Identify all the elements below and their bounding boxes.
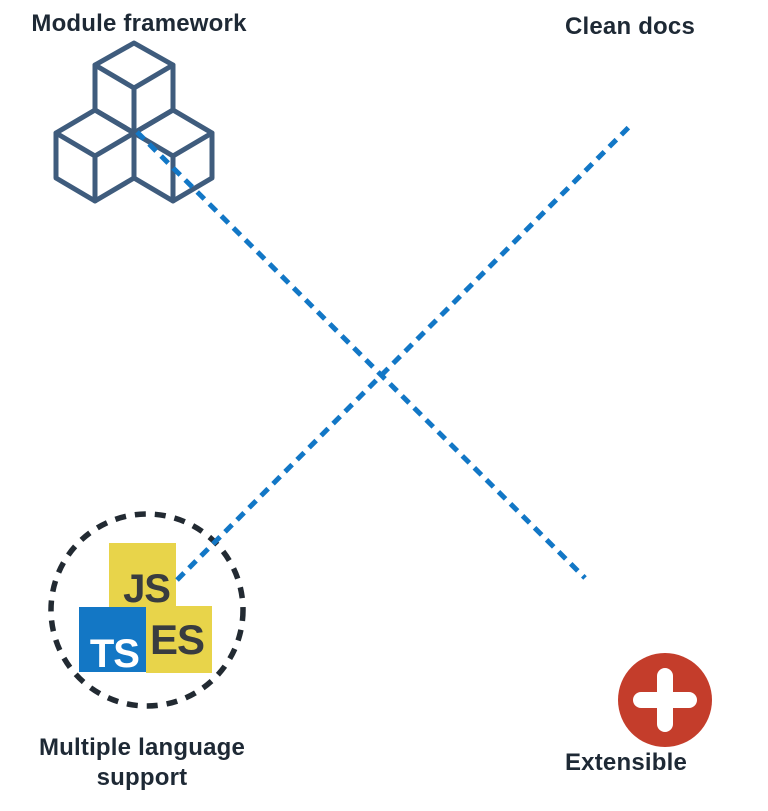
ts-block [79,607,146,672]
language-blocks-icon: JS TS ES [79,543,212,676]
connector-modules-to-extensible [135,130,587,580]
module-framework-label: Module framework [31,10,247,37]
cube-top-edges [92,62,176,136]
clean-docs-label: Clean docs [564,13,696,40]
language-ring-dashed-circle [48,511,246,709]
cube-left-edges [53,130,137,204]
cube-right-edges [131,130,215,204]
es-block [146,606,212,673]
js-block [109,543,176,608]
extensible-label: Extensible [564,749,688,776]
connector-languages-to-cleandocs [175,121,635,582]
plus-circle-icon [618,653,712,747]
multiple-language-support-label: Multiple language support [38,734,246,791]
cubes-icon [53,40,215,204]
js-block-label: JS [123,567,170,611]
es-block-label: ES [150,616,204,663]
plus-glyph [633,668,697,732]
connector-lines [135,121,635,582]
ts-block-label: TS [90,632,139,676]
